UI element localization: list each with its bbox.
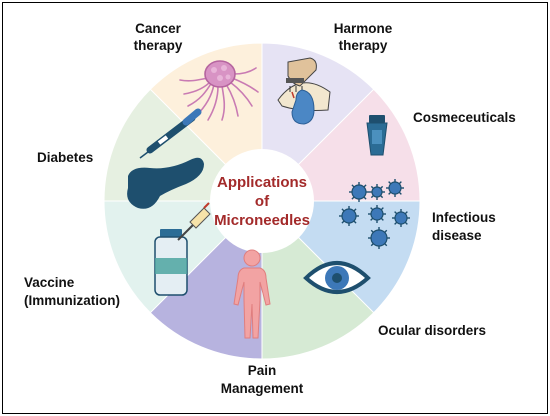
label-cancer-line2: therapy [134,38,183,53]
virus-particle [349,182,369,202]
virus-particle [369,184,385,200]
label-diabetes: Diabetes [37,150,93,165]
label-pain-management: Pain Management [221,363,304,396]
virus-particle [339,206,359,226]
center-title-line3: Microneedles [214,212,310,229]
human-body-icon [233,249,271,339]
pancreas-insulin-pen-icon [127,108,204,209]
label-hormone-therapy: Harmone therapy [334,21,393,53]
label-vaccine: Vaccine (Immunization) [24,275,120,308]
cream-tube-icon [366,115,388,156]
label-cosmeceuticals-line1: Cosmeceuticals [413,110,516,125]
center-title-line1: Applications [217,174,307,191]
microneedle-patch-skin-icon [277,57,331,125]
eye-icon [303,261,371,294]
center-title-line2: of [255,193,270,210]
virus-particle [392,209,410,227]
virus-particle [368,205,386,223]
label-pain-line2: Management [221,381,304,396]
virus-particle [368,227,390,249]
label-diabetes-line1: Diabetes [37,150,93,165]
label-ocular-disorders: Ocular disorders [378,323,486,338]
label-hormone-line2: therapy [339,38,388,53]
label-hormone-line1: Harmone [334,21,393,36]
label-pain-line1: Pain [248,363,277,378]
label-cosmeceuticals: Cosmeceuticals [413,110,516,125]
virus-particles-icon [339,179,410,249]
label-vaccine-line1: Vaccine [24,275,75,290]
virus-particle [386,179,404,197]
label-cancer-line1: Cancer [135,21,182,36]
label-cancer-therapy: Cancer therapy [134,21,183,53]
center-circle [210,149,314,253]
label-vaccine-line2: (Immunization) [24,293,120,308]
label-infectious-line2: disease [432,228,482,243]
label-infectious-line1: Infectious [432,210,496,225]
label-infectious-disease: Infectious disease [432,210,496,243]
label-ocular-line1: Ocular disorders [378,323,486,338]
vaccine-vial-syringe-icon [154,202,211,296]
